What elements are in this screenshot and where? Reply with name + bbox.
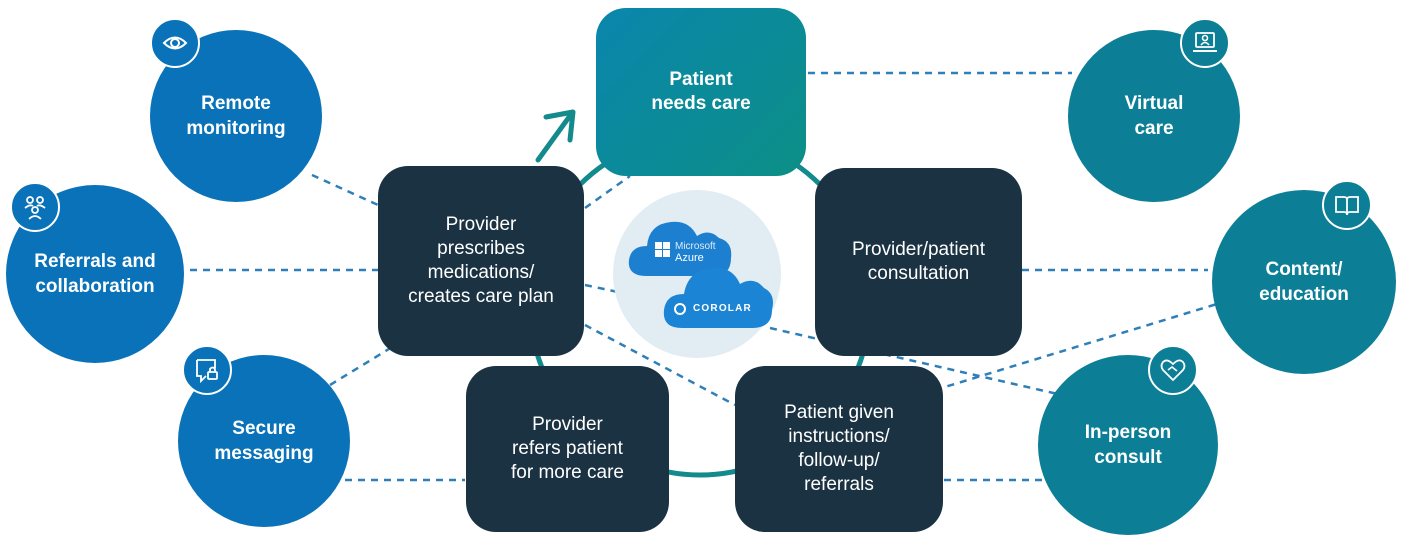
people-icon — [10, 182, 60, 232]
book-icon — [1322, 180, 1372, 230]
chat-lock-icon — [182, 345, 232, 395]
handshake-heart-icon — [1148, 345, 1198, 395]
dash-left-to-hub — [584, 283, 619, 294]
dash-remote-monitoring — [311, 173, 379, 207]
dash-secure-messaging — [329, 328, 421, 387]
service-content-education-label: Content/ education — [1259, 259, 1349, 305]
dash-left-to-bottom-right — [584, 323, 736, 407]
cycle-arrow — [535, 109, 576, 163]
step-instructions-label: Patient given instructions/ follow-up/ r… — [784, 402, 894, 495]
step-instructions: Patient given instructions/ follow-up/ r… — [735, 366, 943, 532]
azure-cloud-icon — [628, 221, 732, 276]
step-refers-patient-label: Provider refers patient for more care — [511, 414, 624, 483]
laptop-person-icon — [1180, 18, 1230, 68]
step-patient-needs-care: Patient needs care — [596, 8, 806, 176]
azure-label-line2: Azure — [675, 252, 704, 264]
corolar-label: COROLAR — [693, 303, 752, 314]
service-secure-messaging-label: Secure messaging — [214, 418, 314, 464]
step-patient-needs-care-label: Patient needs care — [651, 69, 751, 114]
step-consultation-label: Provider/patient consultation — [851, 239, 986, 284]
dash-hub-to-inperson — [769, 326, 1063, 397]
cloud-hub: Microsoft Azure COROLAR — [613, 190, 781, 358]
service-referrals-label: Referrals and collaboration — [34, 251, 156, 297]
step-prescribes: Provider prescribes medications/ creates… — [378, 166, 584, 356]
eye-icon — [150, 18, 200, 68]
step-consultation: Provider/patient consultation — [815, 168, 1022, 356]
service-virtual-care-label: Virtual care — [1124, 93, 1184, 139]
corolar-cloud-icon — [663, 267, 773, 328]
azure-label-line1: Microsoft — [675, 241, 716, 252]
dash-top-to-left — [584, 174, 631, 210]
step-prescribes-label: Provider prescribes medications/ creates… — [408, 214, 554, 307]
service-remote-monitoring-label: Remote monitoring — [186, 93, 286, 139]
step-refers-patient: Provider refers patient for more care — [466, 366, 669, 532]
service-in-person-label: In-person consult — [1084, 422, 1172, 468]
